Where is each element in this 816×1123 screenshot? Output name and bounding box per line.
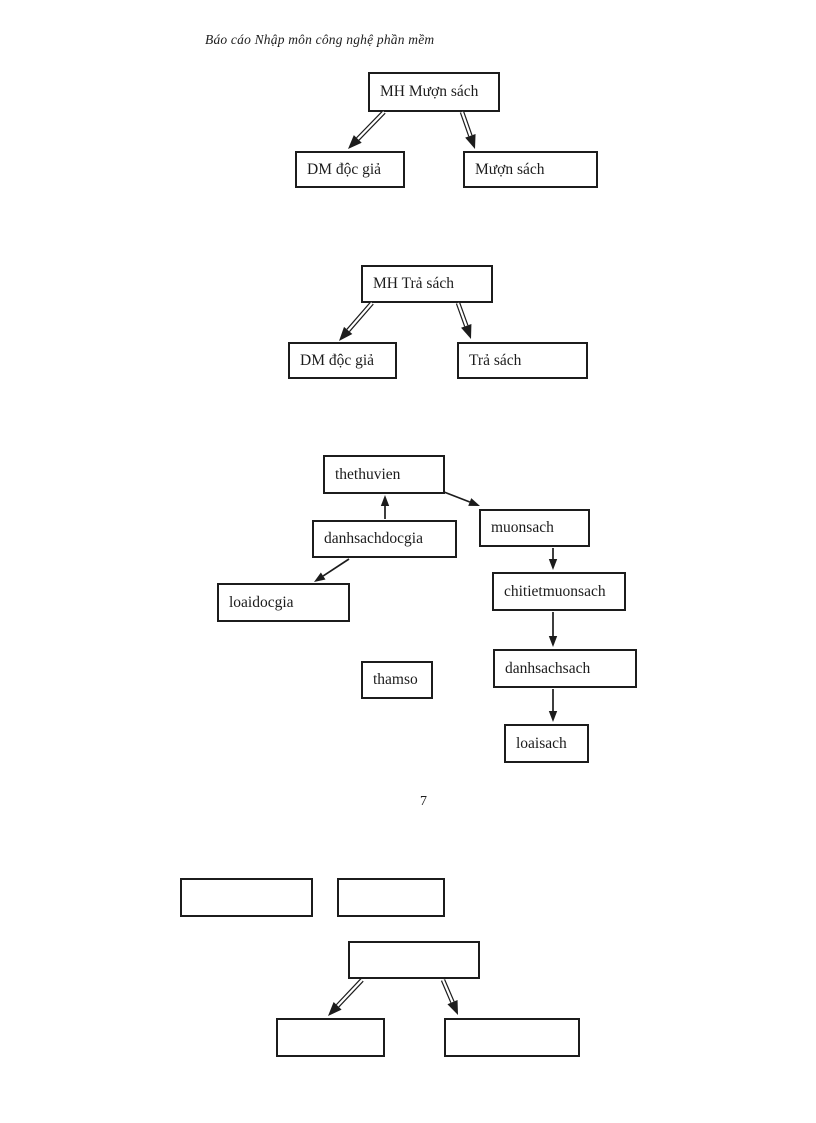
box-label: Mượn sách <box>475 160 545 178</box>
box-danhsachsach: danhsachsach <box>493 649 637 688</box>
arrow-danhsachsach-to-loaisach <box>548 689 558 722</box>
box-empty-bottom-right <box>444 1018 580 1057</box>
box-empty-root <box>348 941 480 979</box>
box-chitietmuonsach: chitietmuonsach <box>492 572 626 611</box>
box-label: DM độc giả <box>300 351 375 369</box>
box-dm-doc-gia-1: DM độc giả <box>295 151 405 188</box>
box-dm-doc-gia-2: DM độc giả <box>288 342 397 379</box>
arrow-empty-root-to-right <box>440 979 458 1015</box>
arrow-mh-tra-to-trasach <box>455 302 472 339</box>
box-mh-tra-sach: MH Trả sách <box>361 265 493 303</box>
page-number: 7 <box>420 794 427 809</box>
box-label: thamso <box>373 671 418 688</box>
arrow-mh-muon-to-dm-docgia <box>348 110 386 149</box>
box-muon-sach: Mượn sách <box>463 151 598 188</box>
box-empty-top-right <box>337 878 445 917</box>
box-label: MH Mượn sách <box>380 83 479 100</box>
box-label: DM độc giả <box>307 160 382 178</box>
box-loaidocgia: loaidocgia <box>217 583 350 622</box>
box-label: danhsachdocgia <box>324 530 423 547</box>
box-label: loaidocgia <box>229 593 294 611</box>
arrow-mh-tra-to-dm-docgia <box>339 301 374 341</box>
box-label: thethuvien <box>335 465 401 483</box>
arrow-empty-root-to-left <box>328 978 364 1016</box>
page-header: Báo cáo Nhập môn công nghệ phần mềm <box>205 32 435 47</box>
arrow-muonsach-to-chitiet <box>548 548 558 570</box>
box-danhsachdocgia: danhsachdocgia <box>312 520 457 558</box>
box-label: MH Trả sách <box>373 275 454 292</box>
box-thamso: thamso <box>361 661 433 699</box>
box-thethuvien: thethuvien <box>323 455 445 494</box>
box-label: Trả sách <box>469 351 522 369</box>
arrow-mh-muon-to-muonsach <box>459 111 476 149</box>
box-empty-bottom-left <box>276 1018 385 1057</box>
box-empty-top-left <box>180 878 313 917</box>
box-label: muonsach <box>491 519 554 536</box>
box-label: loaisach <box>516 734 567 752</box>
box-label: chitietmuonsach <box>504 582 606 600</box>
box-tra-sach: Trả sách <box>457 342 588 379</box>
arrow-danhsachdocgia-to-thethuvien <box>380 495 390 519</box>
box-label: danhsachsach <box>505 659 591 677</box>
box-mh-muon-sach: MH Mượn sách <box>368 72 500 112</box>
box-muonsach-table: muonsach <box>479 509 590 547</box>
arrow-chitiet-to-danhsachsach <box>548 612 558 647</box>
arrow-danhsachdocgia-to-loaidocgia <box>314 558 350 582</box>
arrow-thethuvien-to-muonsach <box>443 491 480 506</box>
box-loaisach: loaisach <box>504 724 589 763</box>
